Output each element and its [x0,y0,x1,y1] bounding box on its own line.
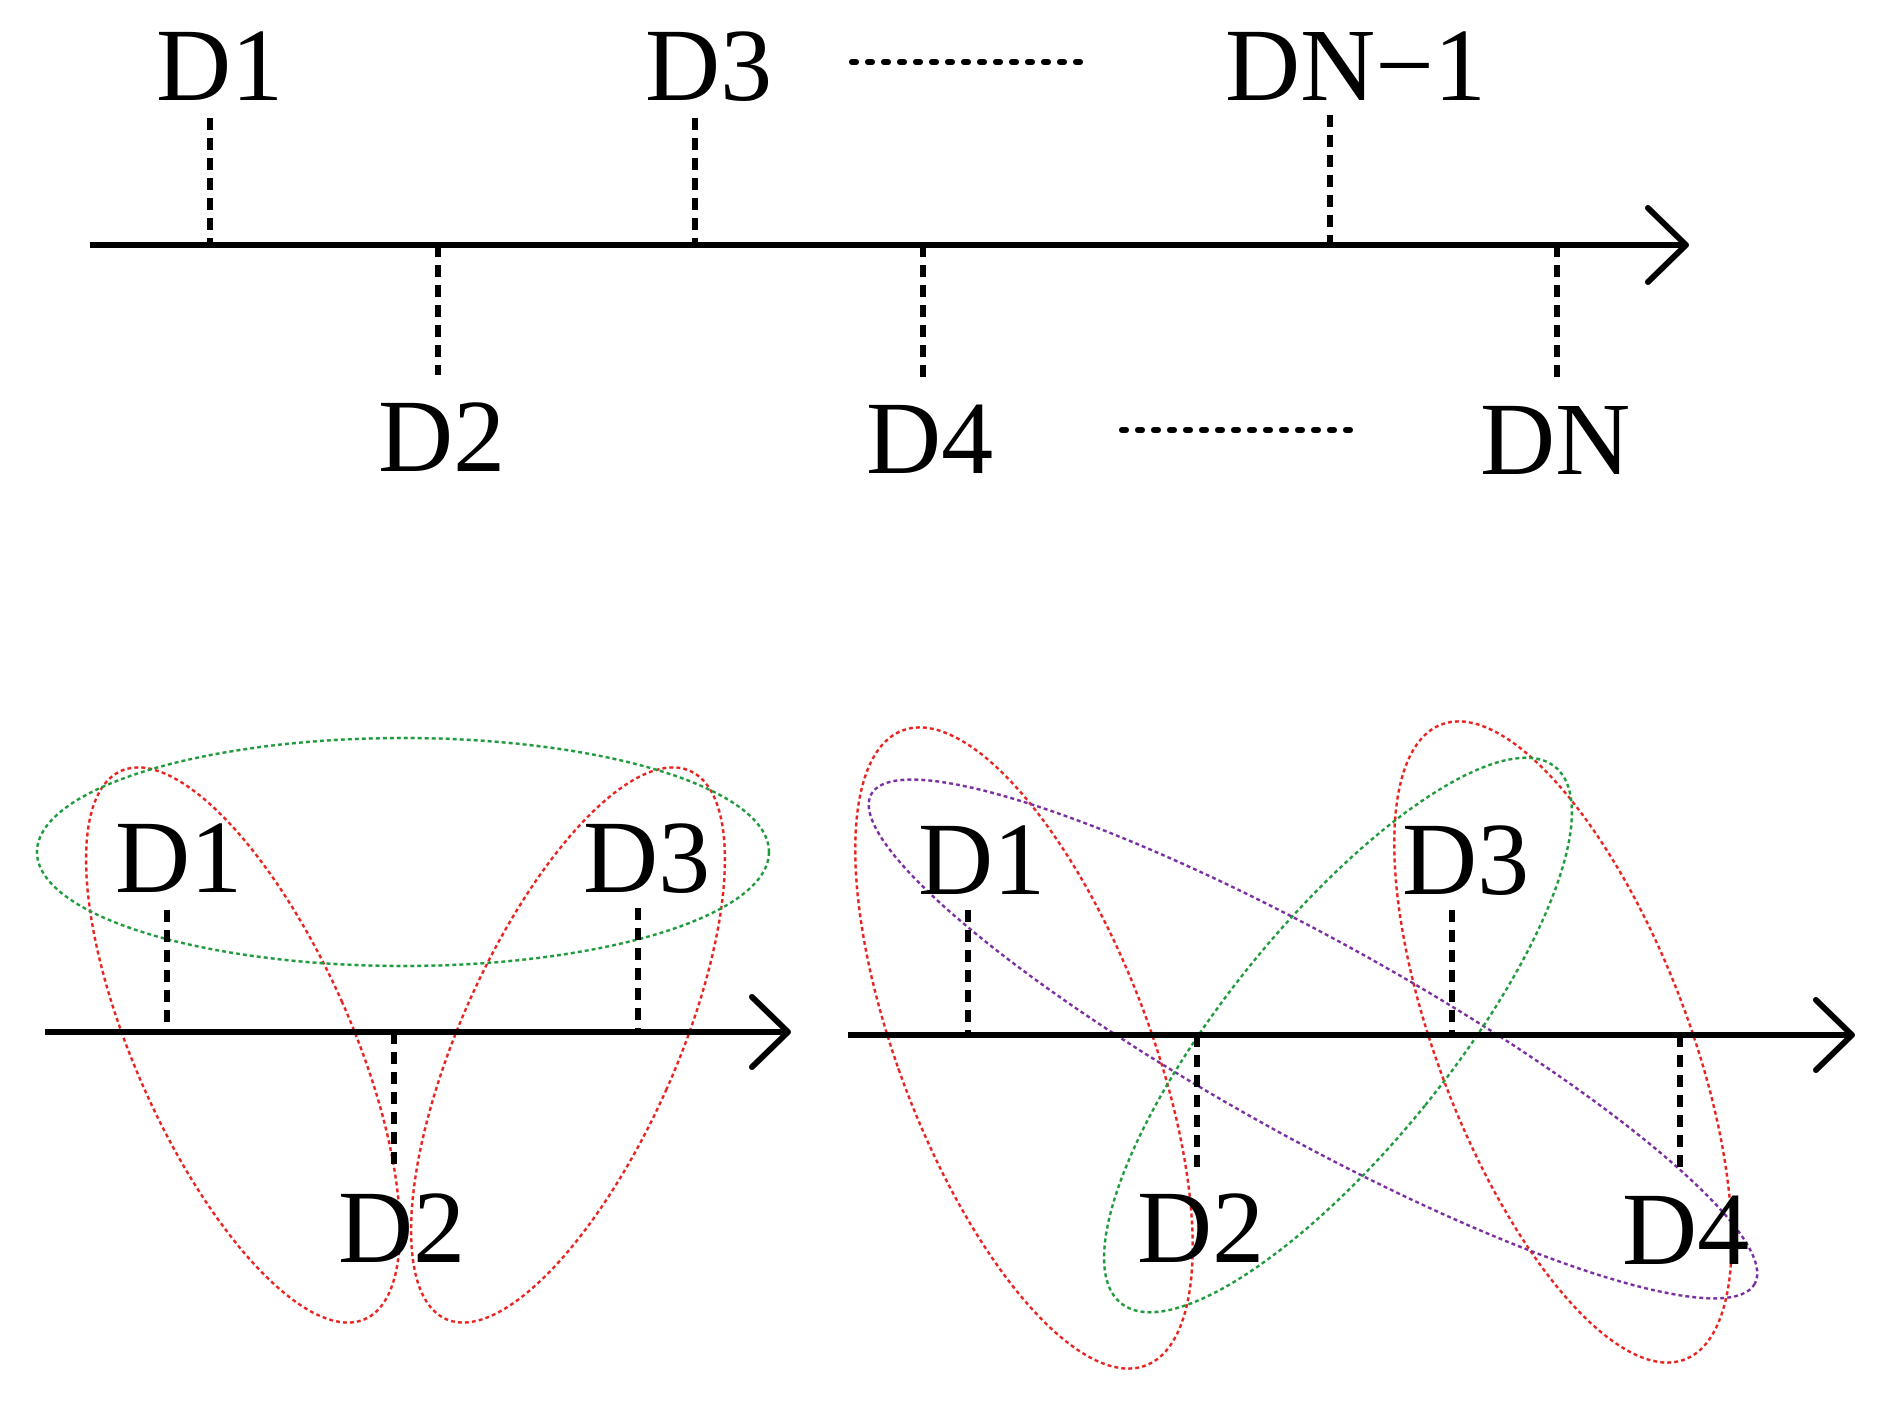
label-d2: D2 [338,1170,465,1285]
label-d3: D3 [583,800,710,915]
group-ellipse-d1-d2 [854,726,1194,1370]
label-d1: D1 [115,800,242,915]
label-d4: D4 [1622,1172,1749,1287]
label-d3: D3 [645,8,772,123]
group-ellipse-d1-d2 [84,766,402,1324]
label-dn: DN [1480,382,1630,497]
top-axis-arrowhead [1645,205,1689,285]
label-dn-minus-1: DN−1 [1225,8,1486,123]
group-ellipse-d1-d3 [35,736,771,968]
label-d3: D3 [1402,802,1529,917]
top-timeline: D1 D2 D3 D4 DN−1 DN [90,8,1689,497]
bottom-right-axis-arrowhead [1813,997,1855,1073]
bottom-left-axis-arrowhead [749,994,791,1070]
group-ellipse-d1-d4 [867,778,1759,1300]
bottom-right-diagram: D1 D2 D3 D4 [848,720,1855,1370]
label-d1: D1 [156,8,283,123]
group-ellipse-d2-d3 [1102,756,1574,1314]
label-d2: D2 [378,379,505,494]
bottom-left-diagram: D1 D2 D3 [35,736,791,1324]
group-ellipse-d2-d3 [409,766,727,1324]
label-d4: D4 [866,381,993,496]
group-ellipse-d3-d4 [1393,720,1733,1364]
label-d1: D1 [918,802,1045,917]
label-d2: D2 [1137,1170,1264,1285]
